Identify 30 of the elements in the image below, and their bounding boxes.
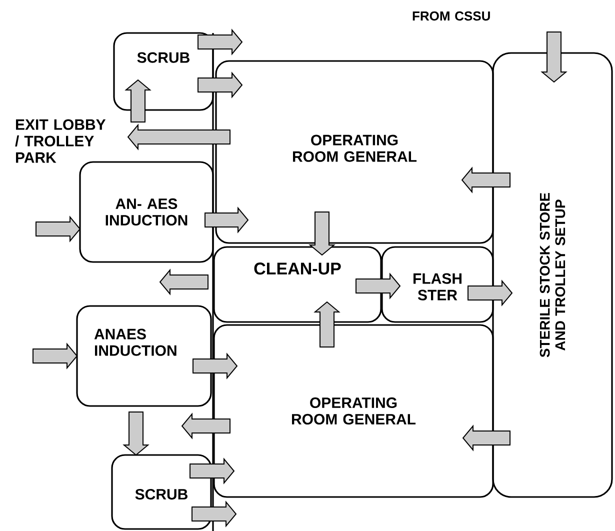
block-arrow (190, 458, 235, 484)
block-arrow (159, 268, 208, 296)
block-arrow (122, 412, 150, 456)
block-arrow (127, 124, 230, 150)
block-arrow (462, 424, 510, 452)
block-arrow (181, 412, 230, 440)
room-box: FLASH STER (381, 246, 494, 323)
room-box: OPERATING ROOM GENERAL (215, 60, 494, 244)
room-box: AN- AES INDUCTION (79, 161, 214, 263)
block-arrow (356, 272, 401, 300)
block-arrow (540, 32, 568, 83)
block-arrow (192, 352, 238, 380)
block-arrow (204, 206, 249, 234)
block-arrow (198, 28, 243, 56)
block-arrow (461, 166, 510, 194)
room-box: OPERATING ROOM GENERAL (213, 324, 494, 498)
room-box: ANAES INDUCTION (76, 305, 212, 407)
room-box: SCRUB (111, 454, 212, 530)
block-arrow (36, 216, 81, 242)
block-arrow (308, 212, 336, 256)
block-arrow (468, 280, 513, 306)
block-arrow (198, 72, 243, 98)
block-arrow (314, 301, 340, 348)
store-room-box: STERILE STOCK STORE AND TROLLEY SETUP (492, 52, 613, 498)
block-arrow (32, 342, 78, 370)
block-arrow (124, 79, 152, 122)
area-label: EXIT LOBBY / TROLLEY PARK (15, 119, 106, 163)
block-arrow (192, 500, 237, 528)
room-box: CLEAN-UP (213, 246, 382, 323)
area-label: FROM CSSU (412, 11, 490, 21)
